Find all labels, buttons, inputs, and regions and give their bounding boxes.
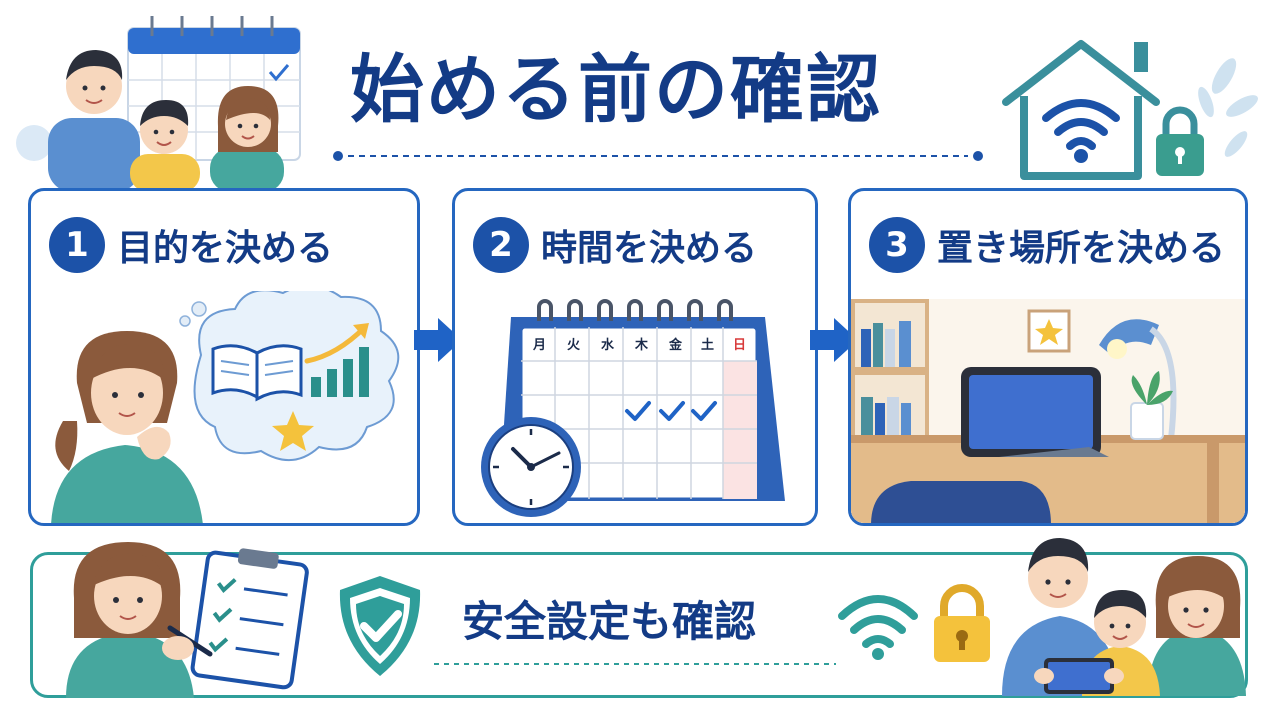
title-divider xyxy=(332,150,984,162)
weekday-sun: 日 xyxy=(733,338,746,353)
step-number-badge: 2 xyxy=(473,217,529,273)
weekday-sat: 土 xyxy=(701,337,714,353)
weekday-mon: 月 xyxy=(532,338,546,353)
woman-checklist-illustration xyxy=(40,528,320,698)
tablet-icon xyxy=(1044,658,1114,694)
thinking-woman-illustration xyxy=(41,291,413,523)
open-book-icon xyxy=(211,344,303,402)
step-header-placement: 3 置き場所を決める xyxy=(869,215,1225,275)
shield-check-icon xyxy=(334,572,426,680)
step-label-time: 時間を決める xyxy=(541,228,758,269)
weekday-wed: 水 xyxy=(601,337,615,353)
page-title: 始める前の確認 xyxy=(350,47,882,133)
step-card-placement: 3 置き場所を決める xyxy=(848,188,1248,526)
step-header-time: 2 時間を決める xyxy=(473,215,757,275)
step-card-time: 2 時間を決める 月 火 水 木 金 xyxy=(452,188,818,526)
family-calendar-illustration xyxy=(14,8,314,192)
star-icon xyxy=(1035,319,1063,345)
clock-icon xyxy=(481,417,581,517)
clipboard-icon xyxy=(190,548,309,690)
weekday-fri: 金 xyxy=(668,337,683,353)
step-label-placement: 置き場所を決める xyxy=(937,228,1226,269)
star-icon xyxy=(272,411,314,451)
step-header-purpose: 1 目的を決める xyxy=(49,215,333,275)
step-label-purpose: 目的を決める xyxy=(117,228,334,269)
growth-chart-icon xyxy=(304,323,369,397)
arrow-right-icon xyxy=(414,318,462,362)
arrow-right-icon xyxy=(810,318,858,362)
home-wifi-lock-icon xyxy=(996,36,1266,186)
check-marks xyxy=(625,401,717,421)
calendar-clock-illustration: 月 火 水 木 金 土 日 xyxy=(469,291,809,521)
safety-divider xyxy=(430,660,840,668)
desk-tablet-illustration xyxy=(851,299,1245,523)
family-tablet-illustration xyxy=(998,528,1246,696)
step-card-purpose: 1 目的を決める xyxy=(28,188,420,526)
wifi-icon xyxy=(836,586,920,662)
weekday-tue: 火 xyxy=(567,338,581,353)
step-number-badge: 3 xyxy=(869,217,925,273)
padlock-icon xyxy=(930,580,994,664)
weekday-thu: 木 xyxy=(634,337,649,353)
step-number-badge: 1 xyxy=(49,217,105,273)
safety-label: 安全設定も確認 xyxy=(462,597,757,646)
